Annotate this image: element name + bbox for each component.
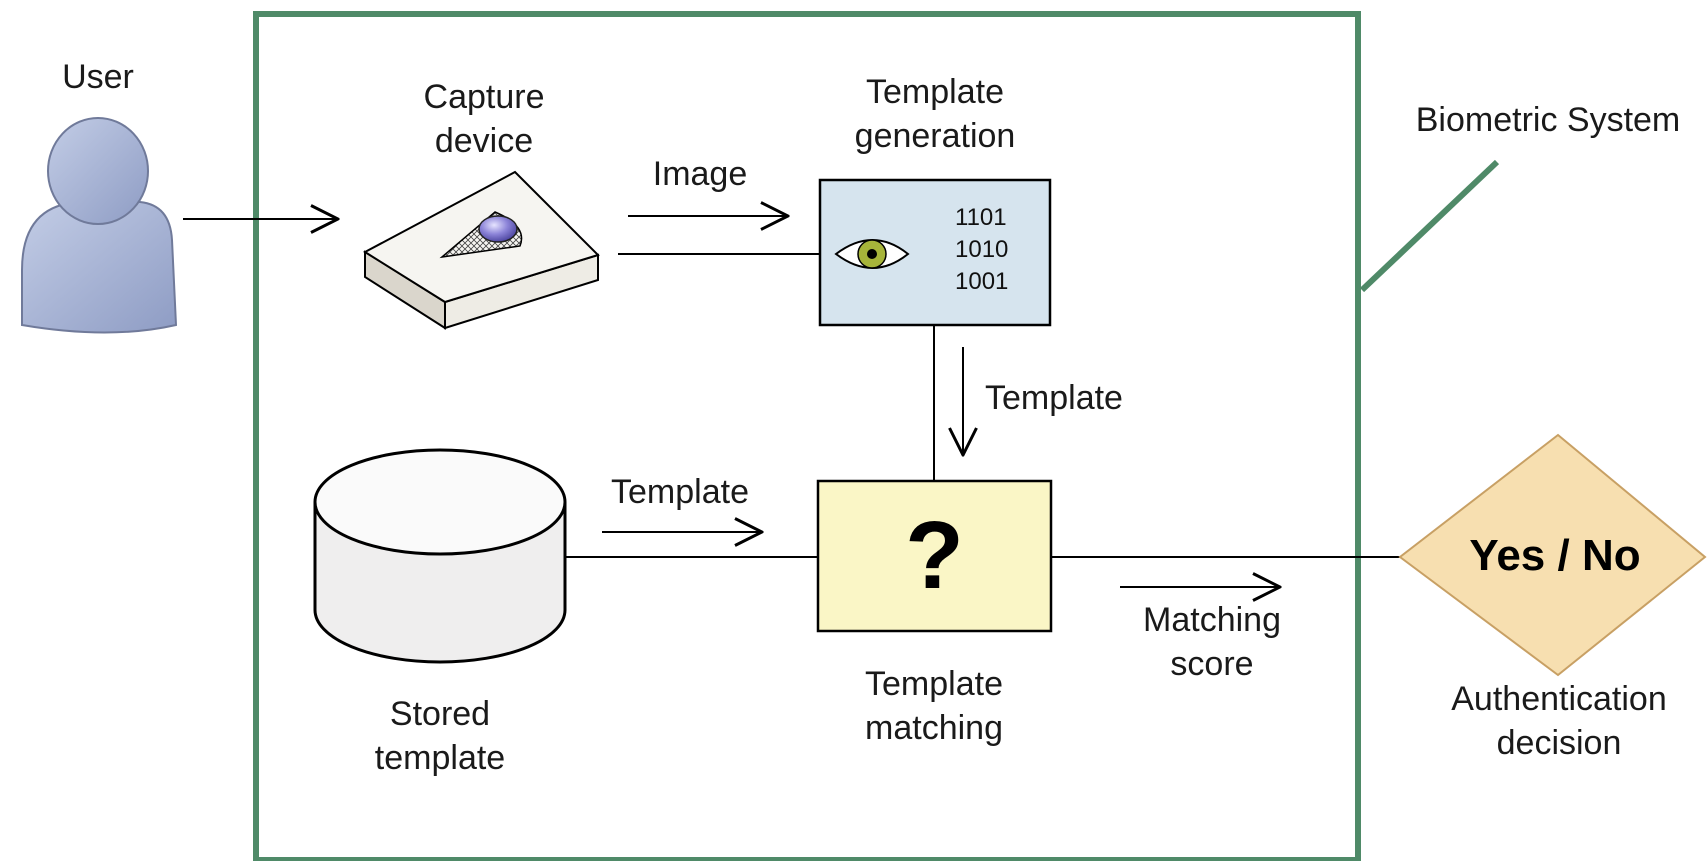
template-bits-row: 1001 — [955, 268, 1009, 295]
template-matching-label: Template matching — [834, 662, 1034, 750]
stored-template-label-line2: template — [374, 739, 506, 777]
template-right-label: Template — [611, 473, 749, 511]
capture-device-label-line2: device — [434, 122, 534, 160]
system-label-connector — [1359, 159, 1500, 293]
eye-icon — [834, 239, 910, 269]
authentication-decision-label-line2: decision — [1496, 724, 1622, 762]
capture-device-label-line1: Capture — [423, 78, 545, 116]
template-bits-row: 1101 — [955, 204, 1007, 231]
system-boundary — [253, 11, 1361, 861]
template-matching-label-line2: matching — [865, 709, 1003, 747]
template-matching-symbol: ? — [905, 502, 964, 609]
template-matching-label-line1: Template — [865, 665, 1003, 703]
template-matching-box — [816, 479, 1053, 633]
matching-score-label-line2: score — [1170, 645, 1254, 683]
matching-score-label: Matching score — [1112, 598, 1312, 686]
database-icon — [313, 448, 567, 664]
matching-score-label-line1: Matching — [1143, 601, 1281, 639]
capture-device-icon — [363, 170, 600, 330]
authentication-decision-label-line1: Authentication — [1451, 680, 1667, 718]
user-label: User — [62, 58, 134, 96]
stored-template-label-line1: Stored — [389, 695, 491, 733]
template-bits-row: 1010 — [955, 236, 1009, 263]
template-generation-label-line2: generation — [854, 117, 1016, 155]
image-label: Image — [652, 155, 748, 193]
stored-template-label: Stored template — [345, 692, 535, 780]
template-generation-label: Template generation — [815, 70, 1055, 158]
system-label: Biometric System — [1415, 101, 1681, 139]
template-down-label: Template — [985, 379, 1123, 417]
decision-symbol: Yes / No — [1469, 531, 1641, 580]
template-bits: 1101 1010 1001 — [955, 202, 1008, 298]
authentication-decision-label: Authentication decision — [1424, 677, 1694, 765]
capture-device-label: Capture device — [384, 75, 584, 163]
decision-diamond — [1398, 433, 1707, 677]
user-icon — [21, 117, 178, 334]
template-generation-label-line1: Template — [866, 73, 1004, 111]
